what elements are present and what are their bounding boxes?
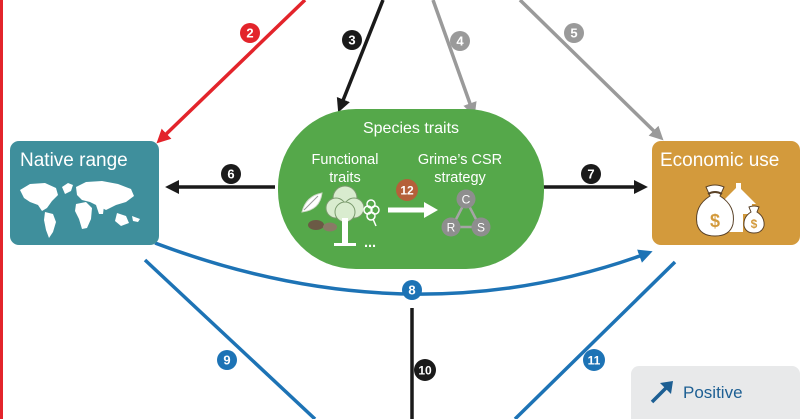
arrow-path-12-head bbox=[424, 202, 438, 218]
badge-path-5: 5 bbox=[564, 23, 584, 43]
grime-csr-line1: Grime’s CSR bbox=[418, 152, 502, 168]
legend-box: Positive bbox=[631, 366, 800, 419]
badge-path-11-label: 11 bbox=[588, 354, 601, 368]
species-traits-label: Species traits bbox=[363, 120, 459, 137]
functional-traits-line1: Functional bbox=[312, 152, 379, 168]
economic-use-label: Economic use bbox=[660, 150, 779, 171]
badge-path-3-label: 3 bbox=[348, 33, 355, 48]
csr-s-label: S bbox=[477, 221, 485, 235]
arrow-up-right-icon bbox=[650, 381, 673, 404]
badge-path-10-label: 10 bbox=[418, 364, 432, 378]
badge-path-4-label: 4 bbox=[456, 34, 464, 49]
traits-ellipsis: ... bbox=[364, 235, 376, 251]
badge-path-10: 10 bbox=[414, 359, 436, 381]
money-bag-house-icon bbox=[696, 183, 765, 237]
dollar-symbol-small: $ bbox=[751, 217, 758, 231]
leaf-icon bbox=[301, 192, 323, 213]
badge-path-5-label: 5 bbox=[570, 26, 577, 41]
csr-triangle-icon bbox=[441, 189, 491, 237]
csr-c-label: C bbox=[462, 193, 471, 207]
tree-icon bbox=[325, 185, 365, 246]
species-traits-box: Species traits Functional traits Grime’s… bbox=[278, 109, 544, 269]
badge-path-8: 8 bbox=[402, 280, 422, 300]
csr-r-label: R bbox=[447, 221, 456, 235]
badge-path-9-label: 9 bbox=[223, 353, 230, 368]
arrow-path-4 bbox=[431, 0, 477, 117]
badge-path-9: 9 bbox=[217, 350, 237, 370]
badge-path-7: 7 bbox=[581, 164, 601, 184]
dollar-symbol-large: $ bbox=[710, 211, 720, 231]
badge-path-2-label: 2 bbox=[246, 26, 253, 41]
arrow-path-11 bbox=[513, 260, 677, 419]
badge-path-4: 4 bbox=[450, 31, 470, 51]
seed-icon bbox=[308, 220, 337, 232]
grime-csr-line2: strategy bbox=[434, 170, 486, 186]
functional-traits-line2: traits bbox=[329, 170, 360, 186]
badge-path-7-label: 7 bbox=[587, 167, 594, 182]
arrow-path-9 bbox=[143, 258, 317, 419]
badge-path-6-label: 6 bbox=[227, 167, 234, 182]
arrow-path-3 bbox=[336, 0, 385, 113]
badge-path-12-label: 12 bbox=[400, 184, 414, 198]
world-map-icon bbox=[20, 181, 140, 238]
badge-path-11: 11 bbox=[583, 349, 605, 371]
left-red-border bbox=[0, 0, 3, 419]
legend-positive-label: Positive bbox=[683, 383, 743, 402]
badge-path-12: 12 bbox=[396, 179, 418, 201]
native-range-box: Native range bbox=[10, 141, 159, 245]
economic-use-box: Economic use $ $ bbox=[652, 141, 800, 245]
arrow-path-2 bbox=[156, 0, 307, 144]
badge-path-6: 6 bbox=[221, 164, 241, 184]
badge-path-3: 3 bbox=[342, 30, 362, 50]
badge-path-2: 2 bbox=[240, 23, 260, 43]
badge-path-8-label: 8 bbox=[408, 283, 415, 298]
flower-icon bbox=[363, 199, 380, 227]
arrow-path-5 bbox=[518, 0, 664, 141]
native-range-label: Native range bbox=[20, 150, 128, 171]
